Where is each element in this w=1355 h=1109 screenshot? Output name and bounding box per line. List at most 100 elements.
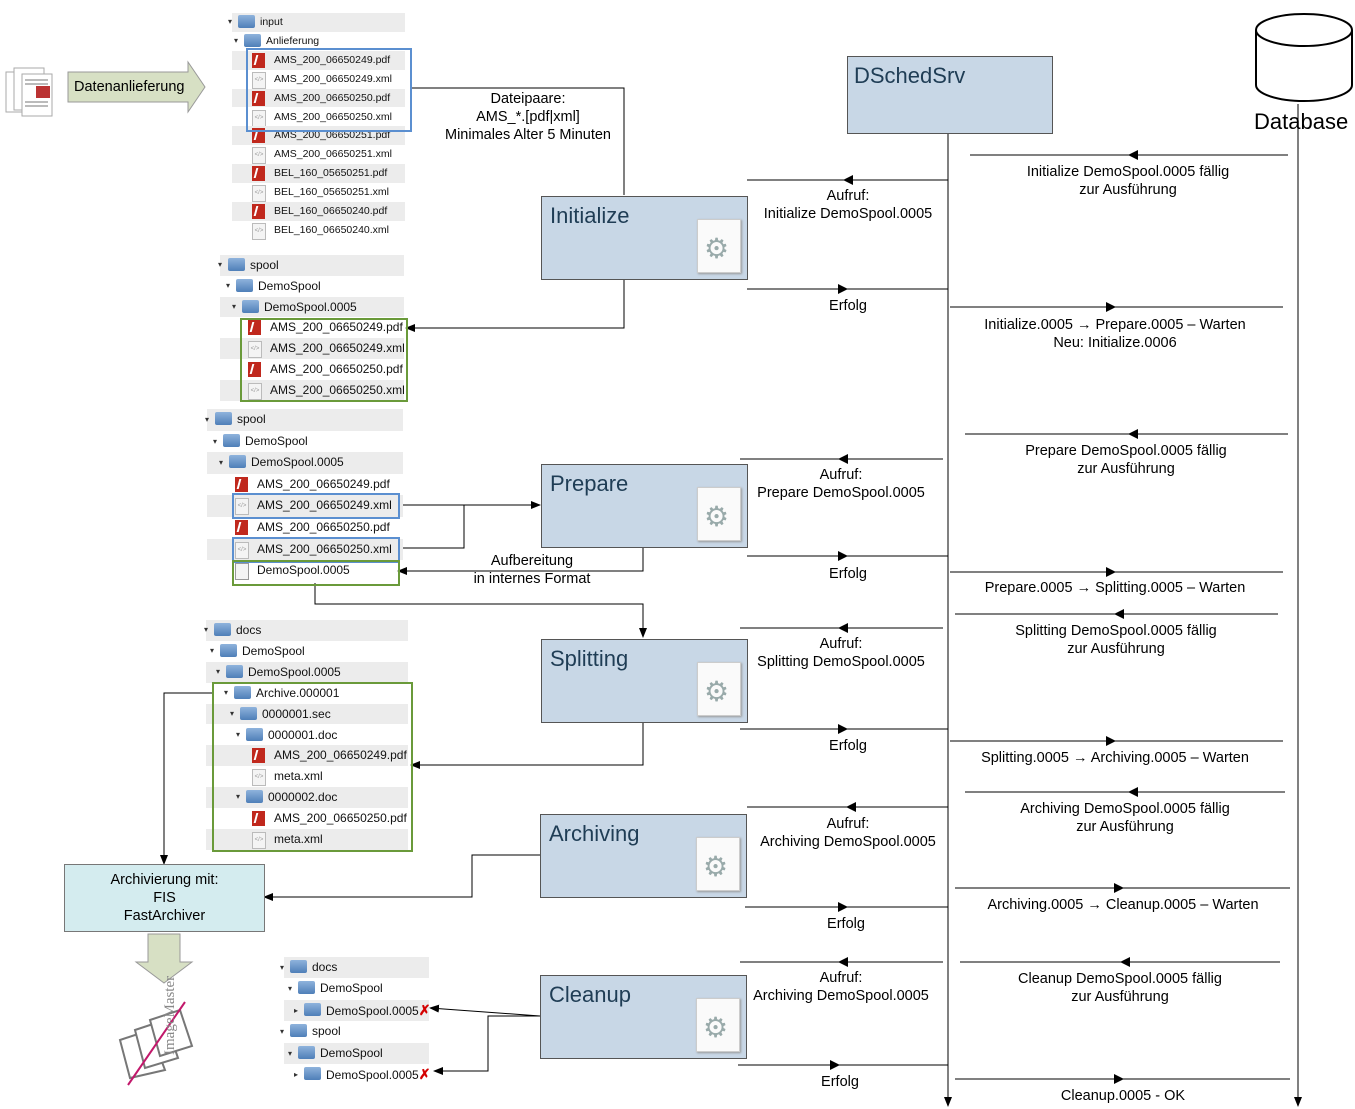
tree-item-label: AMS_200_06650249.pdf [257,476,390,491]
expand-arrow-icon[interactable]: ▾ [236,729,241,739]
tree-row[interactable]: </>BEL_160_06650240.xml [232,221,405,240]
process-name: Cleanup [549,982,631,1007]
expand-arrow-icon[interactable]: ▸ [294,1070,299,1079]
gear-icon: ⚙ [697,662,741,716]
documents-icon [5,67,53,117]
expand-arrow-icon[interactable]: ▾ [288,1048,293,1058]
tree-row[interactable]: ▸DemoSpool.0005✗ [284,1064,431,1085]
tree-item-label: AMS_200_06650250.xml [257,541,392,556]
folder-icon [240,706,257,720]
tree-item-label: docs [312,960,338,974]
tree-row[interactable]: AMS_200_06650250.pdf [220,359,404,380]
delete-mark-icon: ✗ [418,1066,431,1082]
tree-row[interactable]: </>AMS_200_06650249.xml [207,495,403,517]
tree-item-label: 0000002.doc [268,790,338,805]
tree-row[interactable]: ▾ 0000002.doc [206,787,408,809]
tree-row[interactable]: ▾spool [218,255,404,276]
folder-icon [234,685,251,699]
pdf-file-icon [252,52,265,68]
folder-icon [236,278,253,292]
tree-row[interactable]: ▾DemoSpool [220,276,404,297]
tree-item-label: docs [236,623,262,637]
tree-row[interactable]: AMS_200_06650250.pdf [232,88,405,108]
tree-row[interactable]: BEL_160_05650251.pdf [232,164,405,184]
expand-arrow-icon[interactable]: ▾ [205,415,210,424]
tree-row[interactable]: </>meta.xml [206,829,408,850]
tree-item-label: DemoSpool.0005 [257,563,350,578]
tree-row[interactable]: </>AMS_200_06650250.xml [207,538,403,561]
tree-item-label: DemoSpool.0005 [251,455,344,470]
tree-row[interactable]: ▾DemoSpool.0005 [206,661,408,683]
expand-arrow-icon[interactable]: ▾ [228,17,233,26]
tree-row[interactable]: ▾ DemoSpool [284,978,429,999]
tree-row[interactable]: ▾ DemoSpool.0005 [207,452,403,474]
tree-row[interactable]: ▸DemoSpool.0005✗ [284,999,430,1022]
tree-row[interactable]: ▾DemoSpool.0005 [220,296,404,318]
tree-row[interactable]: AMS_200_06650249.pdf [206,745,408,767]
call-cleanup: Aufruf:Archiving DemoSpool.0005 [753,970,929,1004]
success-label: Erfolg [829,298,867,314]
gear-icon: ⚙ [697,219,741,273]
expand-arrow-icon[interactable]: ▾ [232,301,237,311]
tree-row[interactable]: ▾ 0000001.sec [206,703,408,725]
tree-row[interactable]: BEL_160_06650240.pdf [232,202,405,221]
tree-item-label: DemoSpool [242,643,305,658]
expand-arrow-icon[interactable]: ▾ [234,35,239,45]
tree-row[interactable]: ▾input [228,13,405,32]
xml-file-icon: </> [248,341,262,359]
tree-row[interactable]: DemoSpool.0005 [207,560,403,582]
tree-item-label: AMS_200_06650251.xml [274,148,392,161]
tree-row[interactable]: </>AMS_200_06650249.xml [232,70,405,89]
expand-arrow-icon[interactable]: ▸ [294,1005,299,1015]
tree-row[interactable]: ▾spool [280,1021,429,1042]
tree-item-label: AMS_200_06650250.pdf [274,811,407,826]
expand-arrow-icon[interactable]: ▾ [230,708,235,718]
folder-icon [246,790,263,804]
expand-arrow-icon[interactable]: ▾ [216,666,221,676]
tree-row[interactable]: AMS_200_06650249.pdf [207,474,403,496]
tree-row[interactable]: ▾Archive.000001 [206,683,408,704]
down-block-arrow [134,933,194,984]
logo-text: ImageMaster [160,976,250,1055]
pdf-file-icon [252,166,265,182]
tree-row[interactable]: ▾ DemoSpool [206,641,408,662]
tree-item-label: 0000001.sec [262,706,331,721]
expand-arrow-icon[interactable]: ▾ [288,984,293,994]
tree-item-label: AMS_200_06650249.pdf [274,53,391,66]
expand-arrow-icon[interactable]: ▾ [204,625,209,634]
folder-icon [223,433,240,447]
expand-arrow-icon[interactable]: ▾ [226,280,231,290]
tree-row[interactable]: </>AMS_200_06650251.xml [232,145,405,165]
expand-arrow-icon[interactable]: ▾ [213,436,218,446]
tree-item-label: DemoSpool [320,981,383,996]
tree-row[interactable]: </>BEL_160_05650251.xml [232,183,405,203]
tree-row[interactable]: ▾ docs [280,957,429,979]
expand-arrow-icon[interactable]: ▾ [236,792,241,802]
tree-item-label: AMS_200_06650250.xml [270,382,405,397]
folder-icon [290,960,307,973]
expand-arrow-icon[interactable]: ▾ [210,645,215,655]
tree-item-label: AMS_200_06650249.pdf [274,748,407,763]
tree-row[interactable]: ▾spool [205,409,403,431]
expand-arrow-icon[interactable]: ▾ [219,458,224,468]
expand-arrow-icon[interactable]: ▾ [280,1027,285,1037]
tree-row[interactable]: ▾0000001.doc [206,725,408,746]
tree-row[interactable]: ▾ docs [204,620,408,641]
expand-arrow-icon[interactable]: ▾ [224,687,229,697]
tree-row[interactable]: ▾DemoSpool [284,1042,429,1064]
tree-row[interactable]: ▾DemoSpool [207,431,403,453]
tree-row[interactable]: AMS_200_06650249.pdf [232,50,405,70]
tree-row[interactable]: </>meta.xml [206,766,408,787]
tree-row[interactable]: AMS_200_06650249.pdf [220,317,404,338]
folder-icon [244,33,261,47]
tree-row[interactable]: ▾Anlieferung [232,32,405,51]
tree-row[interactable]: </>AMS_200_06650250.xml [232,108,405,127]
expand-arrow-icon[interactable]: ▾ [218,260,223,269]
tree-row[interactable]: </>AMS_200_06650249.xml [220,338,405,359]
tree-row[interactable]: AMS_200_06650250.pdf [206,808,408,829]
expand-arrow-icon[interactable]: ▾ [280,963,285,972]
tree-row[interactable]: AMS_200_06650250.pdf [207,517,403,539]
folder-icon [238,15,255,28]
tree-row[interactable]: </>AMS_200_06650250.xml [220,379,405,401]
